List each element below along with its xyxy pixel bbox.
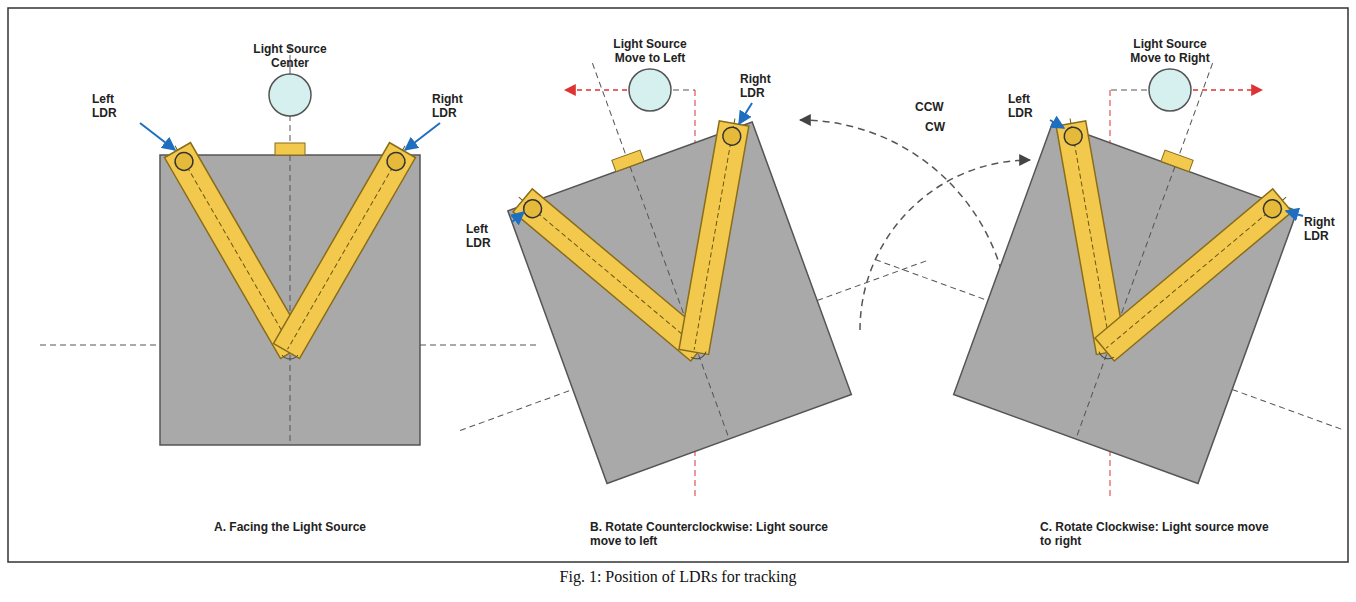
ldr-label: Right LDR — [1304, 215, 1348, 243]
reference-line — [1110, 90, 1147, 91]
light-source: Light Source Center — [238, 42, 342, 118]
leader-arrow — [512, 212, 524, 222]
rotation-arc — [860, 160, 1030, 330]
leader-arrow — [739, 103, 752, 124]
light-source: Light Source Move to Left — [598, 37, 702, 113]
figure-caption: Fig. 1: Position of LDRs for tracking — [0, 568, 1356, 586]
rotation-label: CW — [925, 120, 955, 134]
panel-caption: A. Facing the Light Source — [170, 520, 410, 534]
panel-caption: B. Rotate Counterclockwise: Light source… — [590, 520, 840, 548]
rotation-label: CCW — [915, 100, 955, 114]
light-source-circle — [267, 72, 313, 118]
move-arrow — [565, 89, 627, 91]
light-source-label: Light Source Center — [238, 42, 342, 70]
move-arrow — [1193, 89, 1262, 91]
tracker-body — [40, 45, 540, 445]
rotation-arc — [800, 120, 1010, 330]
leader-arrow — [1050, 120, 1064, 128]
ldr-label: Right LDR — [740, 72, 784, 100]
ldr-label: Right LDR — [432, 92, 476, 120]
leader-arrow — [1286, 211, 1303, 216]
tracker-body — [357, 0, 964, 524]
ldr-label: Left LDR — [466, 222, 510, 250]
ldr-label: Left LDR — [1008, 92, 1052, 120]
light-source-circle — [627, 67, 673, 113]
ldr-label: Left LDR — [92, 92, 136, 120]
leader-arrow — [140, 123, 175, 150]
light-source-label: Light Source Move to Left — [598, 37, 702, 65]
panel-caption: C. Rotate Clockwise: Light source move t… — [1040, 520, 1270, 548]
light-source: Light Source Move to Right — [1118, 37, 1222, 113]
light-source-label: Light Source Move to Right — [1118, 37, 1222, 65]
reference-line — [673, 90, 695, 91]
leader-arrow — [405, 123, 440, 150]
light-source-circle — [1147, 67, 1193, 113]
tracker-body — [841, 0, 1356, 524]
